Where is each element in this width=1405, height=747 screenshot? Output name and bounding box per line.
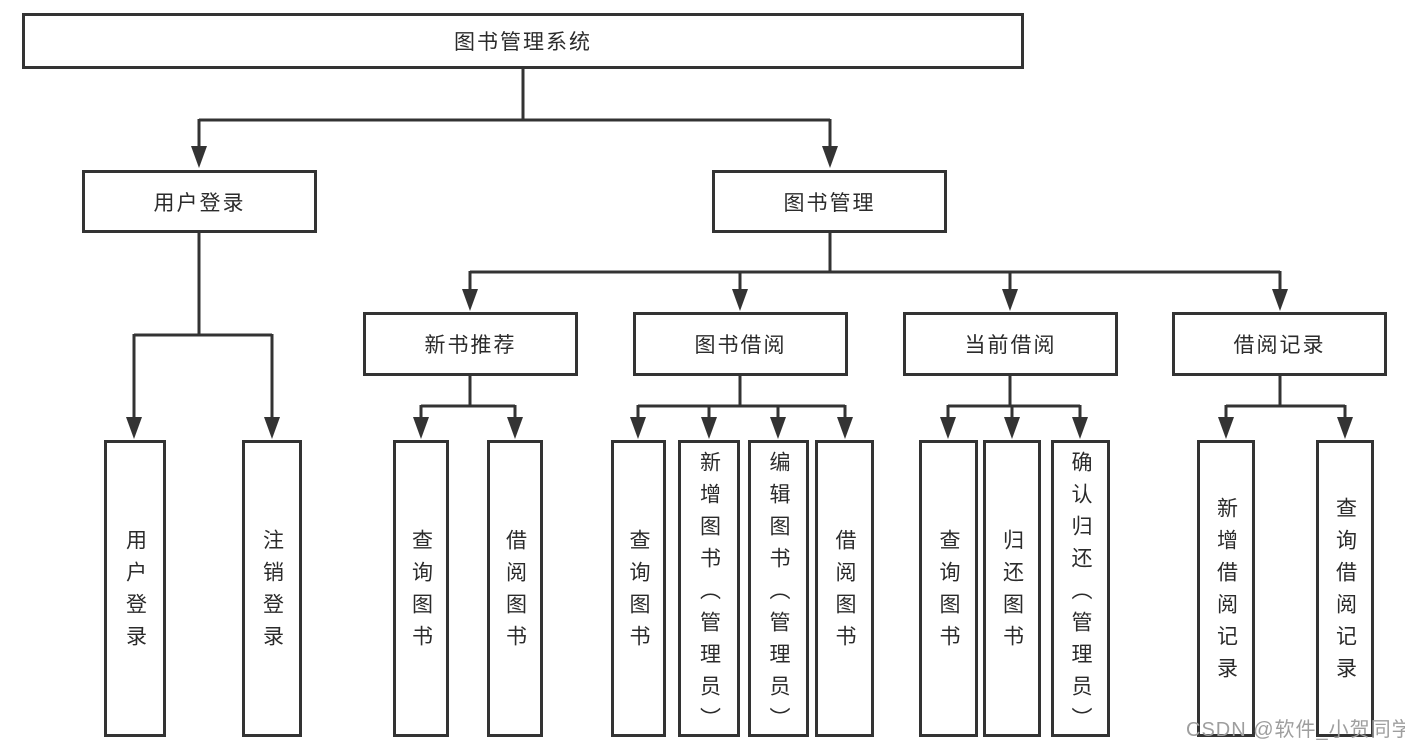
node-label: 新增借阅记录 (1214, 496, 1238, 689)
node-label: 借阅图书 (503, 528, 527, 657)
node-current-borrow: 当前借阅 (903, 312, 1118, 376)
leaf-edit-book-admin: 编辑图书（管理员） (748, 440, 809, 739)
node-label: 用户登录 (123, 528, 147, 657)
node-new-book-recommend: 新书推荐 (363, 312, 578, 376)
node-book-borrow: 图书借阅 (633, 312, 848, 376)
node-label: 图书借阅 (694, 334, 787, 357)
leaf-add-book-admin: 新增图书（管理员） (678, 440, 740, 739)
node-label: 归还图书 (1000, 528, 1024, 657)
node-label: 新增图书（管理员） (697, 451, 721, 739)
leaf-borrow-book: 借阅图书 (815, 440, 874, 737)
leaf-return-book: 归还图书 (983, 440, 1041, 737)
node-book-management-branch: 图书管理 (712, 170, 947, 233)
node-label: 借阅图书 (833, 528, 856, 657)
leaf-borrow-book-recommend: 借阅图书 (487, 440, 543, 737)
node-label: 注销登录 (260, 528, 284, 657)
csdn-watermark: CSDN @软件_小贺同学 (1186, 719, 1405, 741)
node-label: 用户登录 (153, 191, 246, 215)
leaf-query-book-current: 查询图书 (919, 440, 978, 737)
leaf-query-book-recommend: 查询图书 (393, 440, 449, 737)
node-label: 编辑图书（管理员） (767, 451, 790, 739)
node-label: 查询图书 (627, 528, 650, 657)
node-label: 查询借阅记录 (1333, 496, 1357, 689)
node-label: 查询图书 (409, 528, 433, 657)
node-label: 查询图书 (937, 528, 960, 657)
leaf-query-borrow-record: 查询借阅记录 (1316, 440, 1374, 737)
leaf-user-login: 用户登录 (104, 440, 166, 737)
leaf-confirm-return-admin: 确认归还（管理员） (1051, 440, 1110, 739)
node-label: 新书推荐 (424, 334, 517, 357)
leaf-logout: 注销登录 (242, 440, 302, 737)
node-label: 确认归还（管理员） (1069, 451, 1092, 739)
node-label: 图书管理 (783, 191, 876, 215)
node-user-login-branch: 用户登录 (82, 170, 317, 233)
leaf-query-book-borrow: 查询图书 (611, 440, 666, 737)
node-root-library-management-system: 图书管理系统 (22, 13, 1024, 69)
node-borrow-records: 借阅记录 (1172, 312, 1387, 376)
node-label: 当前借阅 (964, 334, 1057, 357)
leaf-add-borrow-record: 新增借阅记录 (1197, 440, 1255, 737)
node-label: 图书管理系统 (454, 31, 592, 54)
arrowheads (126, 146, 1353, 439)
node-label: 借阅记录 (1233, 334, 1326, 357)
